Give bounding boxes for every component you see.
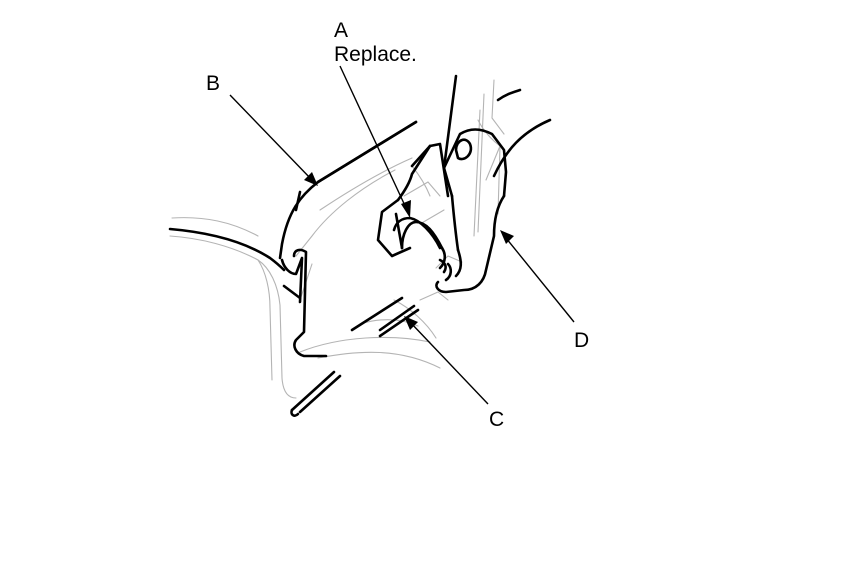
leader-lines <box>229 65 575 405</box>
arrow-c <box>404 316 418 330</box>
callout-a-letter: A <box>334 19 348 42</box>
callout-a-note: Replace. <box>334 43 417 66</box>
leader-a <box>339 65 408 211</box>
leader-b <box>229 94 313 181</box>
callout-b-letter: B <box>206 72 220 95</box>
callout-c-letter: C <box>489 408 504 431</box>
arrow-a <box>401 200 411 218</box>
callout-labels: A Replace. B C D <box>206 19 589 431</box>
arrow-d <box>500 230 514 244</box>
detail-linework <box>169 79 505 399</box>
leader-d <box>505 237 575 323</box>
arrow-b <box>304 172 318 186</box>
callout-d-letter: D <box>574 329 589 352</box>
leader-c <box>409 321 489 405</box>
outline-linework <box>168 74 552 417</box>
